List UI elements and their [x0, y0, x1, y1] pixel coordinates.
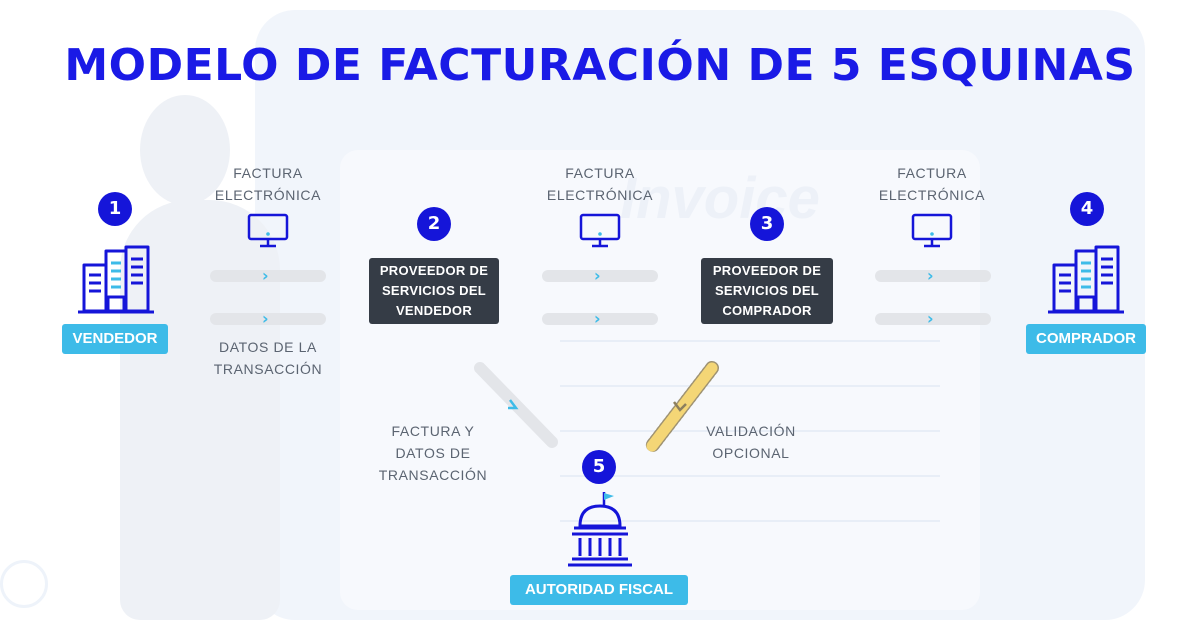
background-line	[560, 340, 940, 342]
flow-arrow-transaction	[875, 313, 991, 325]
flow-arrow-validation	[645, 361, 719, 453]
background-line	[560, 520, 940, 522]
page-title: MODELO DE FACTURACIÓN DE 5 ESQUINAS	[64, 40, 1136, 91]
chevron-right-icon: ›	[262, 266, 269, 285]
provider-tag-seller: PROVEEDOR DE SERVICIOS DEL VENDEDOR	[369, 258, 499, 324]
background-line	[560, 475, 940, 477]
building-icon	[1048, 245, 1124, 314]
chevron-right-icon: ›	[262, 309, 269, 328]
provider-tag-buyer: PROVEEDOR DE SERVICIOS DEL COMPRADOR	[701, 258, 833, 324]
flow-label-transaction: DATOS DE LA TRANSACCIÓN	[213, 339, 323, 377]
background-line	[560, 430, 940, 432]
party-tag-buyer: COMPRADOR	[1026, 324, 1146, 354]
step-number-2: 2	[417, 207, 451, 241]
chevron-right-icon: ›	[594, 309, 601, 328]
background-invoice-word: Invoice	[620, 166, 820, 231]
step-number-4: 4	[1070, 192, 1104, 226]
flow-arrow-invoice	[875, 270, 991, 282]
step-number-5: 5	[582, 450, 616, 484]
flow-arrow-transaction	[542, 313, 658, 325]
flow-label-invoice: FACTURA ELECTRÓNICA	[878, 165, 986, 203]
monitor-icon	[579, 213, 621, 248]
flow-label-invoice: FACTURA ELECTRÓNICA	[546, 165, 654, 203]
flow-arrow-invoice	[542, 270, 658, 282]
chevron-right-icon: ›	[927, 309, 934, 328]
party-tag-seller: VENDEDOR	[62, 324, 168, 354]
monitor-icon	[911, 213, 953, 248]
flow-arrow-to-authority	[474, 362, 558, 448]
flow-arrow-transaction	[210, 313, 326, 325]
background-circle	[0, 560, 48, 608]
flow-label-to-authority: FACTURA Y DATOS DE TRANSACCIÓN	[378, 423, 488, 483]
government-building-icon	[568, 492, 632, 567]
flow-label-validation: VALIDACIÓN OPCIONAL	[706, 423, 796, 461]
background-line	[560, 385, 940, 387]
flow-arrow-invoice	[210, 270, 326, 282]
building-icon	[78, 245, 154, 314]
step-number-3: 3	[750, 207, 784, 241]
step-number-1: 1	[98, 192, 132, 226]
flow-label-invoice: FACTURA ELECTRÓNICA	[214, 165, 322, 203]
party-tag-tax-authority: AUTORIDAD FISCAL	[510, 575, 688, 605]
chevron-right-icon: ›	[927, 266, 934, 285]
chevron-right-icon: ›	[594, 266, 601, 285]
background-person-figure	[140, 95, 230, 205]
monitor-icon	[247, 213, 289, 248]
